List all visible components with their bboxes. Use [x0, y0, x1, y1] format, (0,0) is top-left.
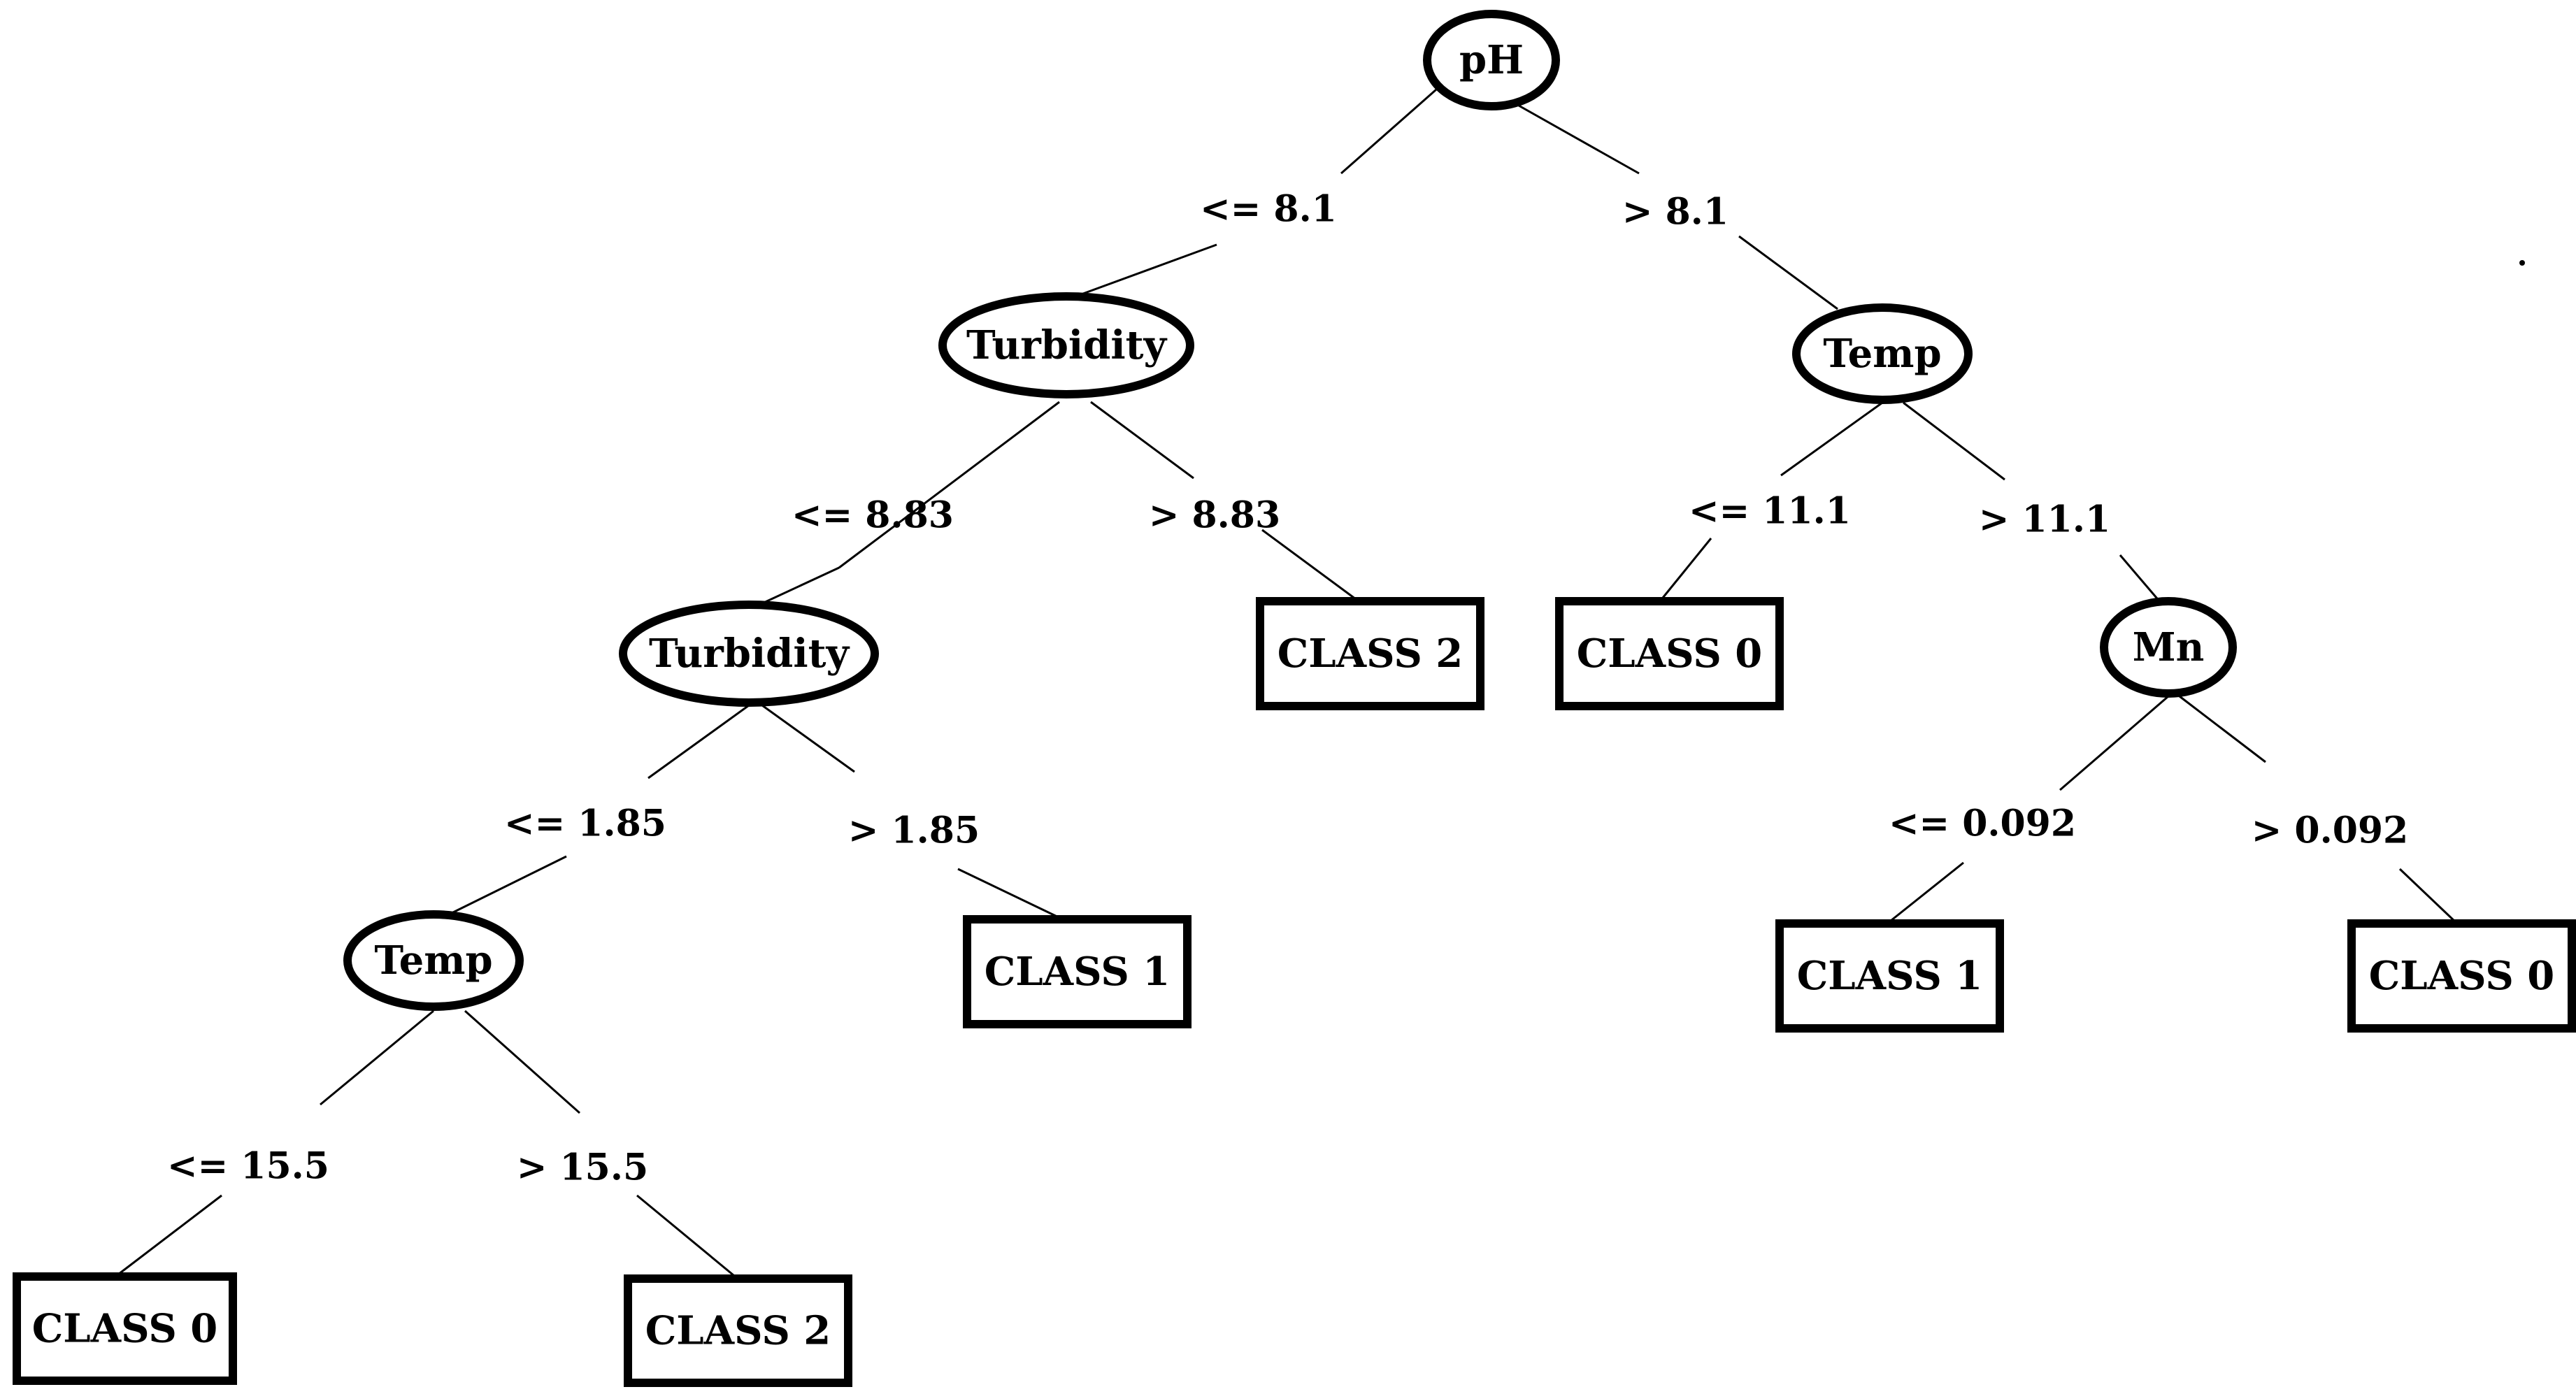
edge-line — [647, 704, 750, 779]
decision-node-ph: pH — [1423, 10, 1560, 110]
decision-node-turbidity-label: Turbidity — [649, 631, 850, 677]
leaf-node-class-2-label: CLASS 2 — [645, 1308, 831, 1354]
edge-condition-label: > 0.092 — [2252, 810, 2409, 852]
edge-connector — [451, 704, 750, 914]
edge-connector — [1075, 83, 1443, 298]
leaf-box — [963, 915, 1192, 1028]
decision-node-mn: Mn — [2100, 597, 2237, 698]
edge-condition-label: <= 11.1 — [1689, 490, 1851, 533]
decision-ellipse — [1792, 303, 1973, 404]
edge-condition-label: > 11.1 — [1979, 498, 2110, 541]
leaf-node-class-0: CLASS 0 — [1555, 597, 1784, 710]
leaf-node-class-1-label: CLASS 1 — [985, 949, 1171, 995]
decision-node-temp: Temp — [1792, 303, 1973, 404]
edge-line — [957, 868, 1064, 921]
edge-line — [760, 566, 840, 605]
leaf-box — [624, 1274, 852, 1387]
decision-node-ph-label: pH — [1459, 37, 1524, 83]
decision-node-temp-label: Temp — [1823, 331, 1941, 377]
edge-condition-label: <= 0.092 — [1889, 803, 2076, 845]
leaf-node-class-0: CLASS 0 — [2347, 919, 2576, 1033]
decision-node-turbidity: Turbidity — [938, 292, 1194, 398]
decision-ellipse — [343, 910, 524, 1011]
leaf-node-class-2-label: CLASS 2 — [1278, 631, 1464, 677]
leaf-node-class-2: CLASS 2 — [1256, 597, 1484, 710]
edges-layer — [115, 83, 2459, 1280]
decision-node-turbidity: Turbidity — [619, 601, 879, 707]
decision-ellipse — [938, 292, 1194, 398]
edge-line — [1075, 243, 1217, 298]
edge-condition-label: > 1.85 — [848, 810, 980, 852]
edge-line — [636, 1194, 738, 1280]
edge-connector — [1090, 401, 1359, 603]
decision-node-temp-label: Temp — [374, 937, 492, 984]
leaf-node-class-0: CLASS 0 — [13, 1272, 237, 1385]
edge-connector — [115, 1009, 434, 1278]
decision-node-mn-label: Mn — [2133, 624, 2205, 670]
decision-ellipse — [2100, 597, 2237, 698]
edge-condition-label: > 8.83 — [1149, 494, 1280, 537]
edge-connector — [1903, 401, 2162, 603]
edge-condition-label: > 15.5 — [517, 1147, 648, 1189]
edge-connector — [2179, 695, 2459, 925]
edge-connector — [1659, 401, 1883, 602]
edge-line — [761, 704, 855, 773]
edge-line — [1340, 83, 1443, 175]
edge-line — [115, 1194, 222, 1278]
leaf-node-class-0-label: CLASS 0 — [32, 1306, 218, 1352]
leaf-box — [1555, 597, 1784, 710]
edge-line — [1518, 104, 1640, 175]
edge-line — [464, 1009, 580, 1114]
edge-connector — [1518, 104, 1838, 310]
edge-connector — [761, 704, 1064, 921]
leaf-node-class-1-label: CLASS 1 — [1797, 953, 1983, 999]
leaf-node-class-1: CLASS 1 — [1775, 919, 2004, 1033]
edge-line — [838, 401, 1060, 569]
decision-ellipse — [1423, 10, 1560, 110]
leaf-node-class-0-label: CLASS 0 — [1577, 631, 1763, 677]
edge-line — [1090, 401, 1194, 480]
edge-line — [2059, 695, 2169, 791]
leaf-node-class-2: CLASS 2 — [624, 1274, 852, 1387]
edge-line — [451, 855, 567, 914]
leaf-node-class-0-label: CLASS 0 — [2369, 953, 2555, 999]
edge-line — [1780, 401, 1883, 477]
stray-dot — [2519, 260, 2525, 266]
decision-node-temp: Temp — [343, 910, 524, 1011]
leaf-box — [1256, 597, 1484, 710]
leaf-box — [1775, 919, 2004, 1033]
edge-connector — [760, 401, 1060, 605]
edge-line — [1903, 401, 2005, 481]
edge-condition-label: <= 8.83 — [792, 494, 954, 537]
edge-line — [2398, 868, 2459, 925]
edge-line — [2119, 554, 2162, 603]
edge-condition-label: <= 15.5 — [167, 1145, 329, 1188]
edge-line — [1261, 529, 1359, 603]
edge-line — [2179, 695, 2266, 763]
edge-condition-label: > 8.1 — [1622, 191, 1729, 233]
edge-line — [1738, 235, 1838, 310]
edge-connector — [1887, 695, 2169, 925]
edge-condition-label: <= 8.1 — [1200, 188, 1337, 231]
leaf-box — [13, 1272, 237, 1385]
decision-ellipse — [619, 601, 879, 707]
edge-labels-layer: <= 8.1 <= 8.83 <= 1.85 <= 15.5 > 15.5 > 1.85 >… — [167, 188, 2408, 1189]
leaf-node-class-1: CLASS 1 — [963, 915, 1192, 1028]
edge-condition-label: <= 1.85 — [504, 803, 666, 845]
decision-node-turbidity-label: Turbidity — [966, 322, 1167, 368]
edge-line — [1887, 861, 1964, 925]
leaf-box — [2347, 919, 2576, 1033]
edge-line — [320, 1009, 434, 1106]
edge-connector — [464, 1009, 738, 1280]
edge-line — [1659, 538, 1712, 602]
